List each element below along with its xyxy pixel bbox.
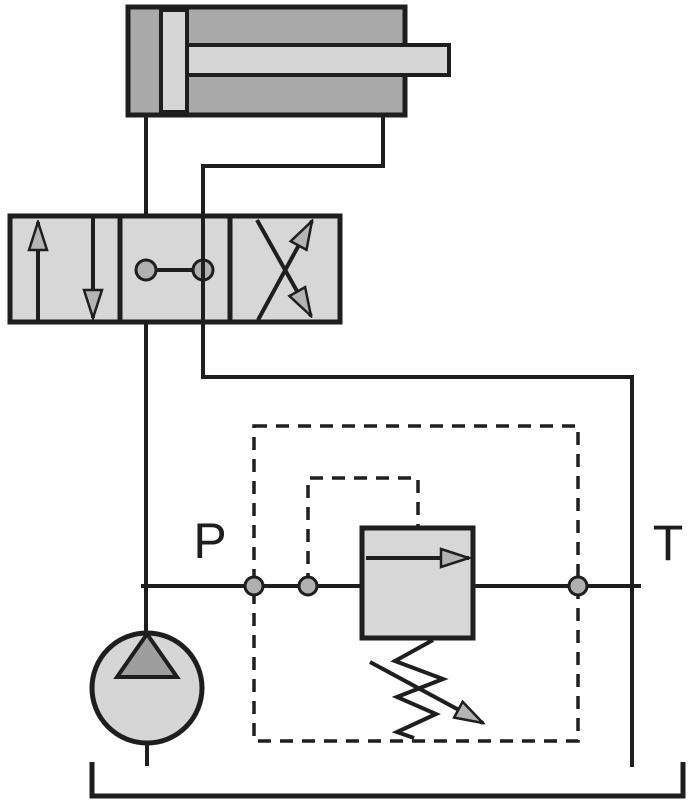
cylinder-piston-rod (185, 43, 451, 77)
double-acting-cylinder (125, 4, 451, 118)
hydraulic-pump (89, 630, 205, 766)
junction-dot (567, 575, 589, 597)
crossed-flow-arrow-icon (255, 219, 311, 316)
line-cylinder-rod-to-tank (201, 113, 634, 767)
connection-lines (141, 113, 641, 767)
port-label-t: T (653, 515, 684, 571)
junction-dots (243, 575, 589, 597)
junction-dot (297, 575, 319, 597)
relief-valve-enclosure-dashed (252, 424, 580, 743)
valve-position-center (117, 213, 233, 325)
relief-valve-body (359, 525, 476, 641)
port-label-p: P (193, 513, 226, 569)
directional-control-valve-4-3 (7, 213, 343, 325)
pilot-operated-relief-valve (252, 424, 580, 743)
spring-adjust-arrow-icon (369, 660, 483, 723)
tank-line (89, 762, 686, 799)
cylinder-piston (159, 8, 189, 114)
valve-position-left (7, 213, 123, 325)
valve-position-right (227, 213, 343, 325)
valve-cell (7, 213, 123, 325)
pump-flow-triangle-icon (113, 630, 181, 679)
junction-dot (243, 575, 265, 597)
pilot-line-dashed (306, 476, 420, 586)
blocked-port-icon (134, 258, 158, 282)
spring-icon (390, 638, 449, 740)
